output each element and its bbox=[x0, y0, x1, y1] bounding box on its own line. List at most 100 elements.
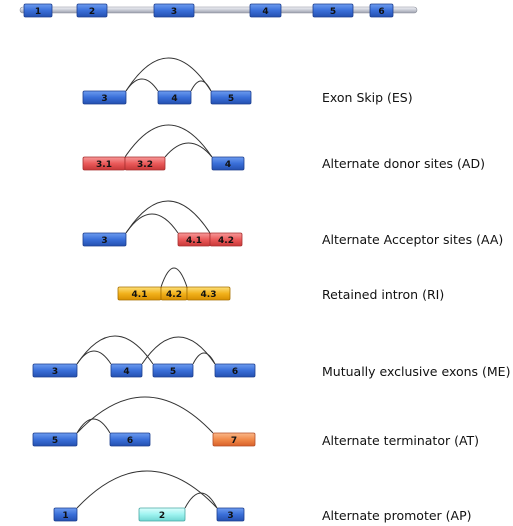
ap-exon-1-box bbox=[53, 507, 78, 522]
ri-arc bbox=[160, 267, 188, 288]
aa-exon-1-label: 3 bbox=[101, 236, 107, 246]
me-exon-3-label: 5 bbox=[170, 367, 176, 377]
at-exon-2: 6 bbox=[109, 432, 151, 447]
ad-exon-3-box bbox=[211, 156, 245, 171]
me-exon-1: 3 bbox=[32, 363, 78, 378]
at-exon-1-box bbox=[32, 432, 78, 447]
gene-exon-5-label: 5 bbox=[330, 7, 336, 17]
gene-exon-6: 6 bbox=[369, 3, 394, 18]
es-exon-2: 4 bbox=[157, 90, 192, 105]
me-arc-1 bbox=[76, 335, 154, 365]
ad-exon-2-box bbox=[124, 156, 166, 171]
gene-exon-3-box bbox=[153, 3, 195, 18]
ri-exon-1: 4.1 bbox=[117, 286, 162, 301]
ap-exon-2-box bbox=[138, 507, 186, 522]
ap-arc-long bbox=[76, 470, 218, 509]
ap-exon-1: 1 bbox=[53, 507, 78, 522]
at-exon-3-label: 7 bbox=[231, 436, 237, 446]
es-arc-2 bbox=[190, 80, 212, 92]
ap-exon-1-label: 1 bbox=[62, 511, 68, 521]
me-arc-3 bbox=[141, 336, 216, 365]
gene-exon-2-label: 2 bbox=[89, 7, 95, 17]
at-exon-2-box bbox=[109, 432, 151, 447]
es-arc-1 bbox=[125, 78, 159, 92]
ri-exon-3-label: 4.3 bbox=[201, 290, 217, 300]
me-exon-2-label: 4 bbox=[123, 367, 129, 377]
at-arc-short bbox=[76, 418, 111, 434]
gene-exon-1-box bbox=[23, 3, 53, 18]
aa-exon-3-box bbox=[209, 232, 243, 247]
aa-exon-3-label: 4.2 bbox=[218, 236, 234, 246]
ad-exon-1: 3.1 bbox=[82, 156, 126, 171]
ad-exon-1-label: 3.1 bbox=[96, 160, 112, 170]
gene-exon-4-label: 4 bbox=[262, 7, 268, 17]
ad-arc-long bbox=[124, 124, 213, 158]
me-exon-1-box bbox=[32, 363, 78, 378]
ad-exon-3: 4 bbox=[211, 156, 245, 171]
at-exon-2-label: 6 bbox=[127, 436, 133, 446]
me-exon-4: 6 bbox=[214, 363, 256, 378]
aa-arc-short bbox=[125, 213, 179, 234]
at-exon-3: 7 bbox=[212, 432, 256, 447]
me-arc-4 bbox=[192, 352, 216, 365]
me-label: Mutually exclusive exons (ME) bbox=[322, 364, 510, 379]
es-exon-3: 5 bbox=[210, 90, 252, 105]
aa-exon-3: 4.2 bbox=[209, 232, 243, 247]
ri-exon-3: 4.3 bbox=[186, 286, 231, 301]
me-exon-4-label: 6 bbox=[232, 367, 238, 377]
ap-exon-3-label: 3 bbox=[227, 511, 233, 521]
ad-exon-2-label: 3.2 bbox=[137, 160, 153, 170]
at-arc-long bbox=[76, 396, 214, 434]
at-label: Alternate terminator (AT) bbox=[322, 433, 479, 448]
ap-label: Alternate promoter (AP) bbox=[322, 508, 472, 523]
es-exon-2-label: 4 bbox=[171, 94, 177, 104]
es-exon-1-label: 3 bbox=[101, 94, 107, 104]
at-exon-1: 5 bbox=[32, 432, 78, 447]
es-exon-3-box bbox=[210, 90, 252, 105]
ad-exon-3-label: 4 bbox=[225, 160, 231, 170]
es-exon-3-label: 5 bbox=[228, 94, 234, 104]
me-arc-2 bbox=[76, 350, 112, 365]
gene-exon-5-box bbox=[312, 3, 354, 18]
aa-exon-1: 3 bbox=[82, 232, 127, 247]
gene-exon-3-label: 3 bbox=[171, 7, 177, 17]
gene-exon-3: 3 bbox=[153, 3, 195, 18]
me-exon-1-label: 3 bbox=[52, 367, 58, 377]
gene-exon-1-label: 1 bbox=[35, 7, 41, 17]
ap-exon-3: 3 bbox=[216, 507, 245, 522]
ri-exon-1-label: 4.1 bbox=[132, 290, 148, 300]
es-exon-2-box bbox=[157, 90, 192, 105]
es-skip-arc bbox=[125, 57, 212, 92]
at-exon-3-box bbox=[212, 432, 256, 447]
gene-exon-2: 2 bbox=[76, 3, 108, 18]
ap-arc-short bbox=[184, 492, 218, 509]
es-exon-1-box bbox=[82, 90, 127, 105]
aa-arc-long bbox=[125, 200, 211, 234]
gene-exon-1: 1 bbox=[23, 3, 53, 18]
ap-exon-3-box bbox=[216, 507, 245, 522]
ad-arc-short bbox=[164, 142, 213, 158]
ri-label: Retained intron (RI) bbox=[322, 287, 444, 302]
gene-exon-5: 5 bbox=[312, 3, 354, 18]
ap-exon-2-label: 2 bbox=[159, 511, 165, 521]
gene-exon-6-box bbox=[369, 3, 394, 18]
gene-exon-2-box bbox=[76, 3, 108, 18]
me-exon-3: 5 bbox=[152, 363, 194, 378]
ad-label: Alternate donor sites (AD) bbox=[322, 156, 485, 171]
aa-exon-2: 4.1 bbox=[177, 232, 211, 247]
ri-exon-3-box bbox=[186, 286, 231, 301]
ap-exon-2: 2 bbox=[138, 507, 186, 522]
es-label: Exon Skip (ES) bbox=[322, 90, 413, 105]
aa-exon-2-label: 4.1 bbox=[186, 236, 202, 246]
ri-exon-2-label: 4.2 bbox=[166, 290, 182, 300]
es-exon-1: 3 bbox=[82, 90, 127, 105]
aa-label: Alternate Acceptor sites (AA) bbox=[322, 232, 503, 247]
at-exon-1-label: 5 bbox=[52, 436, 58, 446]
me-exon-4-box bbox=[214, 363, 256, 378]
gene-exon-4-box bbox=[249, 3, 282, 18]
me-exon-2: 4 bbox=[110, 363, 143, 378]
aa-exon-1-box bbox=[82, 232, 127, 247]
ri-exon-2: 4.2 bbox=[160, 286, 188, 301]
